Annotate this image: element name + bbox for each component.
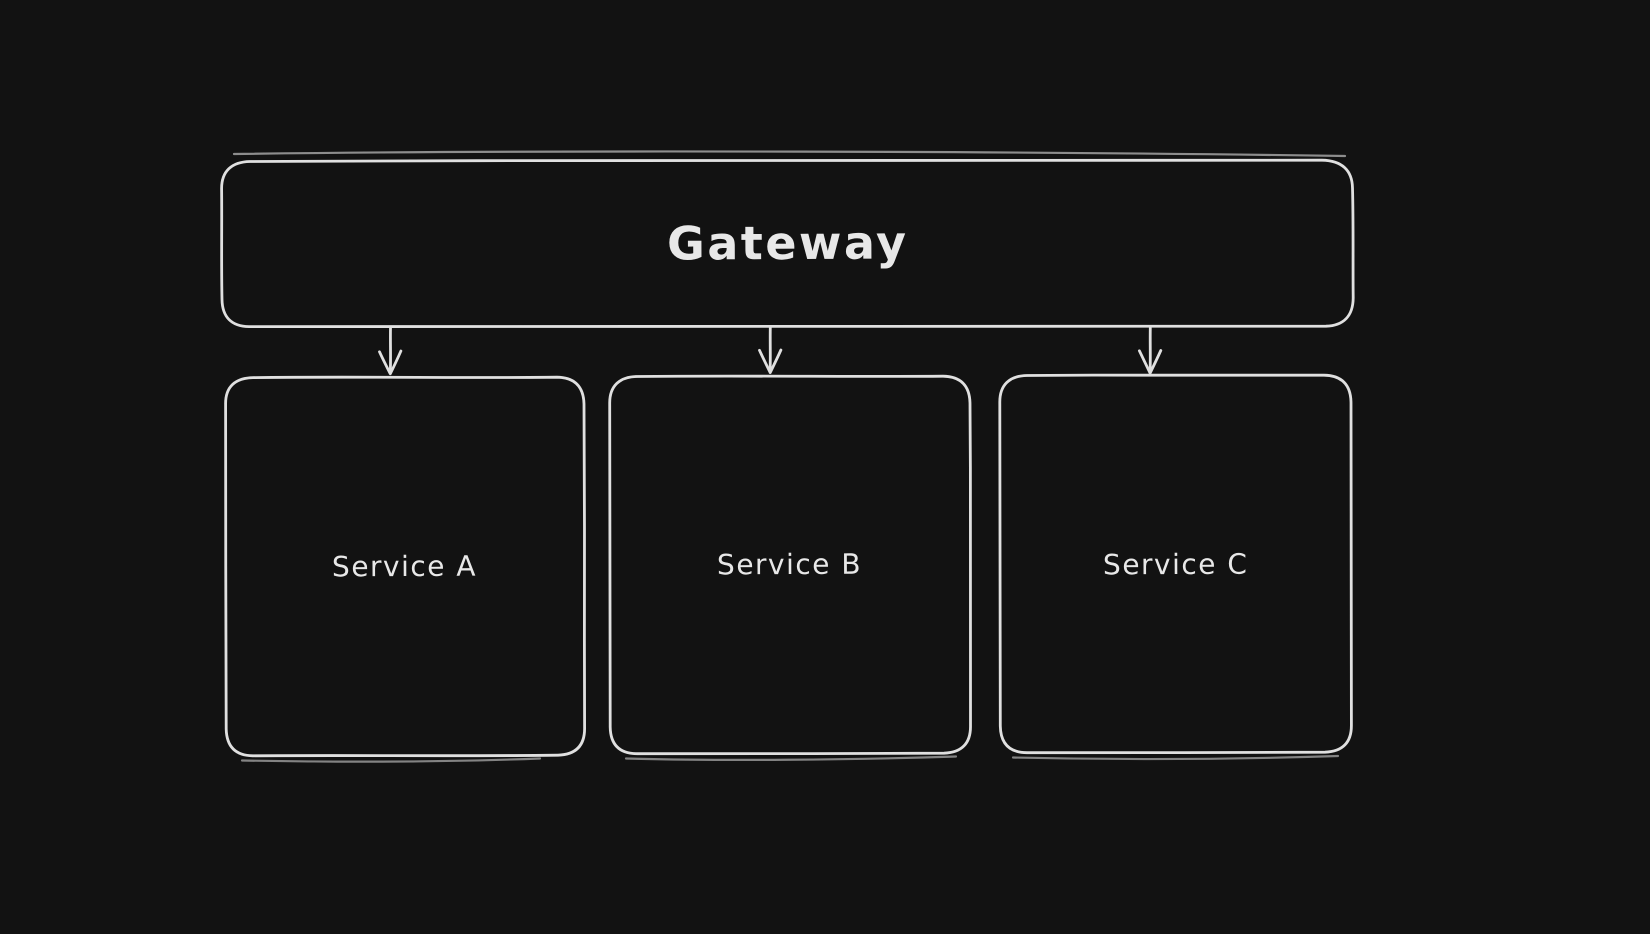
service-c-box-overdraw [1011,754,1340,761]
edge-gateway-to-service-a[interactable] [378,326,403,376]
node-service-a-label: Service A [332,549,478,583]
node-gateway[interactable]: Gateway [222,160,1353,326]
node-service-c[interactable]: Service C [1000,375,1351,753]
node-service-b-label: Service B [717,547,863,582]
edge-gateway-to-service-c[interactable] [1138,326,1163,375]
node-service-c-label: Service C [1102,547,1249,581]
node-gateway-label: Gateway [666,215,909,271]
arrow-head-icon [1138,349,1163,375]
service-a-box-overdraw [240,757,542,763]
node-service-a[interactable]: Service A [226,377,584,755]
node-service-b[interactable]: Service B [610,376,970,753]
service-b-box-overdraw [624,755,958,761]
arrow-head-icon [378,349,403,376]
gateway-box-overdraw [232,150,1347,158]
arrow-head-icon [758,348,783,374]
edge-gateway-to-service-b[interactable] [758,326,783,374]
